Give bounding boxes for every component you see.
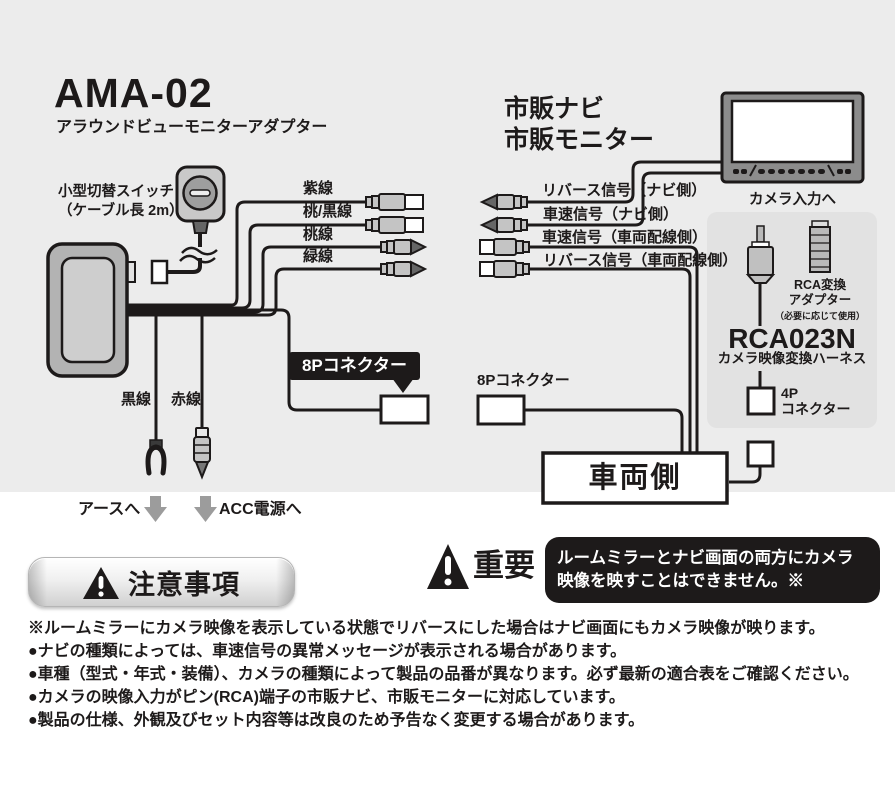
connector-square xyxy=(746,440,775,468)
note-line: ※ルームミラーにカメラ映像を表示している状態でリバースにした場合はナビ画面にもカ… xyxy=(28,620,825,637)
rca-adapter-icon xyxy=(809,220,831,273)
bullet-connector-male xyxy=(380,260,428,278)
warning-icon xyxy=(427,544,469,589)
bullet-connector-female xyxy=(365,216,424,234)
harness-model: RCA023N xyxy=(728,323,856,354)
signal-label-speed-nav: 車速信号（ナビ側） xyxy=(543,206,679,223)
rca-adapter-line3: （必要に応じて使用） xyxy=(774,311,865,321)
notice-banner: 注意事項 xyxy=(28,557,295,607)
rca-adapter-label: RCA変換 アダプター （必要に応じて使用） xyxy=(772,278,868,323)
signal-label-speed-vehicle: 車速信号（車両配線側） xyxy=(542,229,708,246)
acc-power-label: ACC電源へ xyxy=(219,501,302,518)
wire-label-pink-black: 桃/黒線 xyxy=(303,203,353,220)
camera-input-label: カメラ入力へ xyxy=(749,192,836,208)
nav-title-line1: 市販ナビ xyxy=(504,95,605,123)
product-subtitle: アラウンドビューモニターアダプター xyxy=(56,119,328,136)
note-line: ●車種（型式・年式・装備）、カメラの種類によって製品の品番が異なります。必ず最新… xyxy=(28,666,859,683)
notice-banner-label: 注意事項 xyxy=(128,569,240,600)
signal-label-reverse-nav: リバース信号（ナビ側） xyxy=(542,182,707,199)
nav-monitor-title: 市販ナビ 市販モニター xyxy=(504,94,654,155)
important-label: 重要 xyxy=(473,548,535,583)
rca-plug xyxy=(745,225,776,284)
wire-label-pink: 桃線 xyxy=(303,226,334,243)
warning-icon xyxy=(83,566,119,599)
important-message: ルームミラーとナビ画面の両方にカメラ映像を映すことはできません。※ xyxy=(545,537,880,604)
callout-bubble xyxy=(289,352,420,393)
bullet-connector-female xyxy=(479,260,530,278)
bullet-connector-male xyxy=(479,216,528,234)
harness-name: カメラ映像変換ハーネス xyxy=(717,351,867,366)
connector-8p-left xyxy=(379,394,430,425)
rca-adapter-line1: RCA変換 xyxy=(793,278,847,292)
black-wire-label: 黒線 xyxy=(121,391,152,408)
monitor-buttons xyxy=(733,169,851,174)
ground-label: アースへ xyxy=(78,501,141,518)
bullet-connector-male xyxy=(479,193,528,211)
switch-label-line1: 小型切替スイッチ xyxy=(58,184,174,200)
rca-adapter-line2: アダプター xyxy=(788,293,852,307)
note-line: ●カメラの映像入力がピン(RCA)端子の市販ナビ、市販モニターに対応しています。 xyxy=(28,689,625,706)
red-wire-label: 赤線 xyxy=(171,391,202,408)
note-line: ●製品の仕様、外観及びセット内容等は改良のため予告なく変更する場合があります。 xyxy=(28,712,645,729)
nav-title-line2: 市販モニター xyxy=(504,125,655,154)
connector-8p-right-label: 8Pコネクター xyxy=(477,372,570,389)
acc-bullet-terminal xyxy=(193,427,211,480)
connector-4p-label: 4P コネクター xyxy=(781,385,850,417)
wire-label-purple: 紫線 xyxy=(303,180,334,197)
vehicle-side-label: 車両側 xyxy=(588,461,682,494)
bullet-connector-female xyxy=(479,238,530,256)
connector-4p-line1: 4P xyxy=(781,385,799,401)
switch-label: 小型切替スイッチ （ケーブル長 2m） xyxy=(58,183,184,221)
selector-switch xyxy=(175,165,226,234)
ground-fork-terminal xyxy=(145,439,167,476)
bullet-connector-male xyxy=(380,238,428,256)
connector-4p-line2: コネクター xyxy=(781,401,851,418)
wire-label-green: 緑線 xyxy=(303,248,334,265)
note-line: ●ナビの種類によっては、車速信号の異常メッセージが表示される場合があります。 xyxy=(28,643,627,660)
switch-cable xyxy=(150,233,218,285)
signal-label-reverse-vehicle: リバース信号（車両配線側） xyxy=(543,252,738,269)
connector-8p-right xyxy=(476,394,526,426)
harness-wires-right xyxy=(524,160,762,484)
connector-8p-callout-label: 8Pコネクター xyxy=(301,355,408,375)
down-arrow-icon xyxy=(194,496,217,522)
monitor xyxy=(720,91,865,184)
bullet-connector-female xyxy=(365,193,424,211)
adapter-unit xyxy=(46,242,136,378)
connector-4p xyxy=(746,386,776,416)
product-title: AMA-02 xyxy=(54,70,213,116)
switch-label-line2: （ケーブル長 2m） xyxy=(58,202,184,219)
vehicle-side-box xyxy=(541,451,729,505)
down-arrow-icon xyxy=(144,496,167,522)
